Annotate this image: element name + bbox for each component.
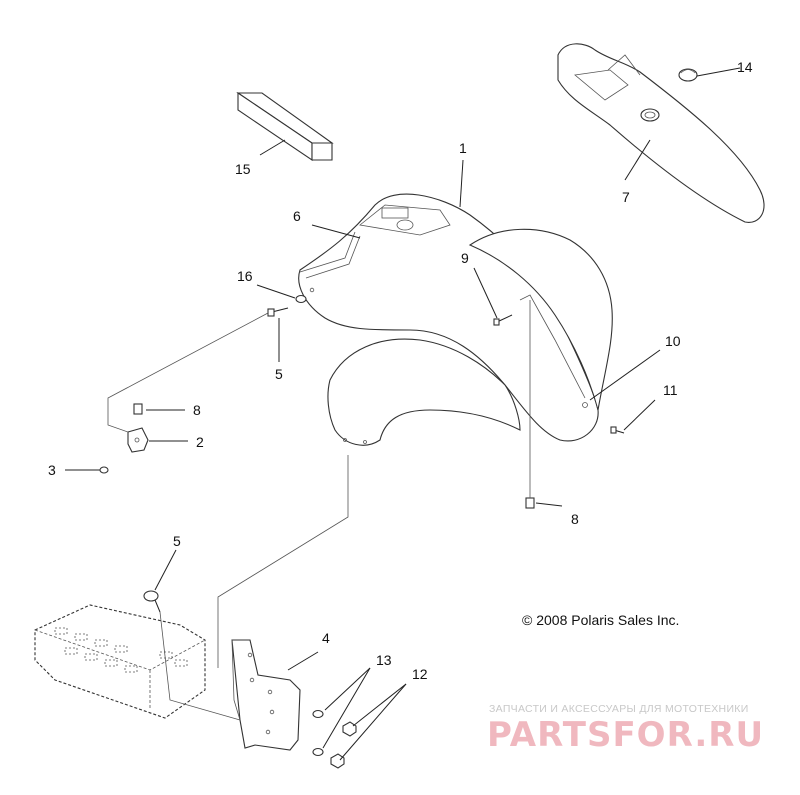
callout-7: 7: [622, 189, 630, 205]
callout-5-upper: 5: [275, 366, 283, 382]
watermark-brand: PARTSFOR.RU: [487, 715, 764, 755]
part-16-washer: [295, 294, 307, 304]
part-11-screw: [610, 426, 625, 434]
callout-8-lower: 8: [571, 511, 579, 527]
part-3-screw: [99, 466, 109, 474]
part-2-bracket: [127, 427, 149, 453]
part-14-plug: [678, 68, 698, 82]
floorboard: [34, 604, 206, 719]
part-13-washers: [312, 709, 324, 757]
part-9-screw: [493, 314, 513, 326]
part-5-bolt-upper: [267, 307, 289, 317]
callout-1: 1: [459, 140, 467, 156]
callout-4: 4: [322, 630, 330, 646]
part-4-mud-flap: [231, 639, 301, 751]
callout-labels: 1 2 3 4 5 5 6 7 8 8 9 10 11 12 13 14 15 …: [48, 59, 753, 682]
callout-5-lower: 5: [173, 533, 181, 549]
callout-8-upper: 8: [193, 402, 201, 418]
callout-15: 15: [235, 161, 251, 177]
watermark-tagline: ЗАПЧАСТИ И АКСЕССУАРЫ ДЛЯ МОТОТЕХНИКИ: [489, 703, 749, 715]
part-1-front-fender: [298, 193, 613, 446]
callout-12: 12: [412, 666, 428, 682]
callout-16: 16: [237, 268, 253, 284]
part-5-bolt-lower: [143, 590, 161, 613]
part-12-nuts: [330, 721, 357, 769]
part-8-clip-nut-lower: [525, 497, 535, 509]
callout-11: 11: [663, 382, 678, 398]
callout-3: 3: [48, 462, 56, 478]
callout-10: 10: [665, 333, 681, 349]
leader-lines: [65, 67, 741, 761]
part-7-rear-cover: [557, 43, 765, 223]
callout-13: 13: [376, 652, 392, 668]
callout-6: 6: [293, 208, 301, 224]
callout-14: 14: [737, 59, 753, 75]
callout-9: 9: [461, 250, 469, 266]
copyright-text: © 2008 Polaris Sales Inc.: [522, 612, 679, 628]
part-8-clip-nut: [133, 403, 143, 415]
watermark: ЗАПЧАСТИ И АКСЕССУАРЫ ДЛЯ МОТОТЕХНИКИ PA…: [487, 703, 764, 755]
callout-2: 2: [196, 434, 204, 450]
part-15-foam-block: [236, 91, 334, 162]
